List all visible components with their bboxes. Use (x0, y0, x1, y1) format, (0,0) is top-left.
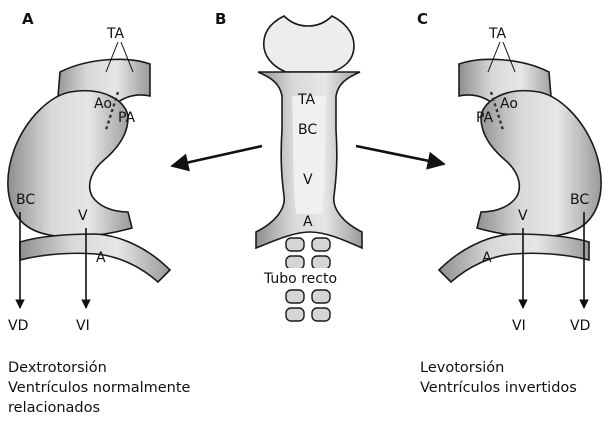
panel-c-label-a: A (482, 250, 492, 266)
panel-a-caption-line: Ventrículos normalmente (8, 378, 190, 398)
panel-b-label-ta: TA (297, 92, 315, 108)
panel-c-heart-loop (477, 91, 601, 237)
panel-c-caption: Levotorsión Ventrículos invertidos (420, 358, 577, 398)
panel-a-heart-loop (8, 91, 132, 237)
panel-b-letter: B (215, 10, 226, 28)
panel-a-label-ao: Ao (94, 96, 112, 112)
panel-c-atrial-tube (439, 234, 589, 282)
panel-a-output-vd: VD (8, 318, 28, 334)
panel-b-arrow-left (172, 146, 262, 166)
panel-a-atrial-tube (20, 234, 170, 282)
panel-c-caption-line: Levotorsión (420, 358, 577, 378)
panel-b-label-v: V (303, 172, 313, 188)
panel-a-caption: Dextrotorsión Ventrículos normalmente re… (8, 358, 190, 418)
panel-a-label-ta: TA (106, 26, 124, 42)
panel-a-label-bc: BC (16, 192, 35, 208)
panel-b-lumen (292, 96, 326, 214)
panel-a-caption-line: Dextrotorsión (8, 358, 190, 378)
panel-b-tube-label: Tubo recto (263, 271, 337, 287)
panel-c: C TA Ao PA BC V A VI VD (417, 10, 601, 334)
panel-c-caption-line: Ventrículos invertidos (420, 378, 577, 398)
panel-c-label-pa: PA (476, 110, 494, 126)
panel-a: A TA Ao PA BC V A VD VI (8, 10, 170, 334)
panel-c-letter: C (417, 10, 428, 28)
panel-a-letter: A (22, 10, 34, 28)
panel-c-output-vi: VI (512, 318, 526, 334)
panel-b-arrow-right (356, 146, 444, 164)
panel-c-label-ao: Ao (500, 96, 518, 112)
panel-a-label-pa: PA (118, 110, 136, 126)
panel-b-label-bc: BC (298, 122, 317, 138)
panel-a-label-v: V (78, 208, 88, 224)
panel-c-label-v: V (518, 208, 528, 224)
panel-a-label-a: A (96, 250, 106, 266)
panel-c-output-vd: VD (570, 318, 590, 334)
panel-b-top-bulb (264, 16, 354, 72)
panel-a-output-vi: VI (76, 318, 90, 334)
panel-c-label-bc: BC (570, 192, 589, 208)
panel-b: B TA BC V A Tubo recto (172, 10, 444, 321)
panel-b-label-a: A (303, 214, 313, 230)
panel-c-label-ta: TA (488, 26, 506, 42)
panel-a-caption-line: relacionados (8, 398, 190, 418)
